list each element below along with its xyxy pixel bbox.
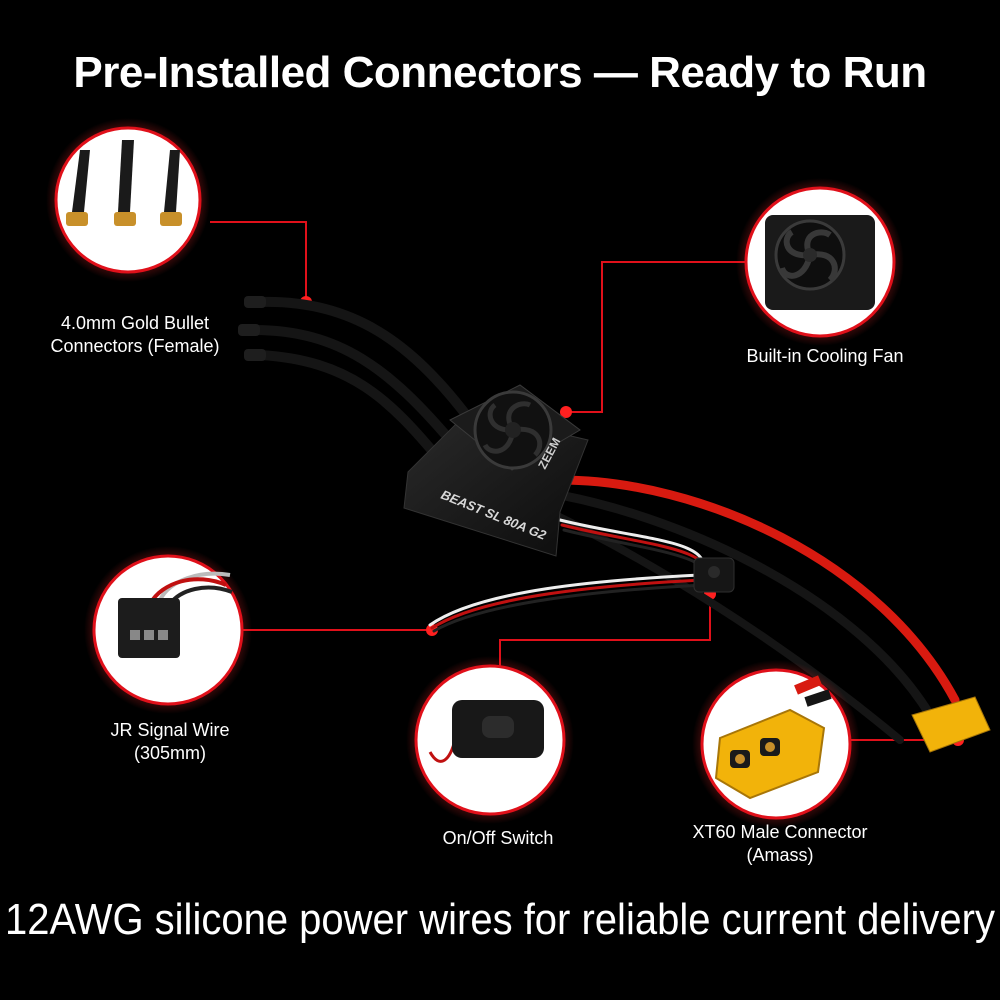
footer-tagline: 12AWG silicone power wires for reliable … <box>5 896 995 944</box>
xt60-on-wire <box>911 696 991 753</box>
inset-jr-plug <box>84 546 252 714</box>
inline-switch <box>693 557 735 593</box>
signal-wire <box>428 518 709 633</box>
esc-body: ZEEM BEAST SL 80A G2 <box>403 384 589 557</box>
callout-label: Connectors (Female) <box>50 336 220 356</box>
motor-wires <box>249 296 475 465</box>
callout-label: XT60 Male Connector <box>692 822 868 842</box>
inset-cooling-fan <box>736 178 904 346</box>
callout-label: (Amass) <box>746 845 814 865</box>
callout-label: 4.0mm Gold Bullet <box>60 313 210 333</box>
callout-jr-signal-wire: JR Signal Wire (305mm) <box>80 719 260 765</box>
inset-onoff-switch <box>406 656 574 824</box>
callout-label: (305mm) <box>133 743 206 763</box>
callout-cooling-fan: Built-in Cooling Fan <box>720 345 930 368</box>
page-title: Pre-Installed Connectors — Ready to Run <box>73 48 927 97</box>
callout-bullet-connectors: 4.0mm Gold Bullet Connectors (Female) <box>30 312 240 358</box>
inset-xt60 <box>692 660 860 828</box>
callout-onoff-switch: On/Off Switch <box>398 827 598 850</box>
inset-bullet-connectors <box>46 118 210 282</box>
callout-label: Built-in Cooling Fan <box>746 346 904 366</box>
callout-label: On/Off Switch <box>442 828 554 848</box>
callout-xt60-connector: XT60 Male Connector (Amass) <box>660 821 900 867</box>
callout-label: JR Signal Wire <box>110 720 230 740</box>
bullet-connectors <box>238 296 266 361</box>
